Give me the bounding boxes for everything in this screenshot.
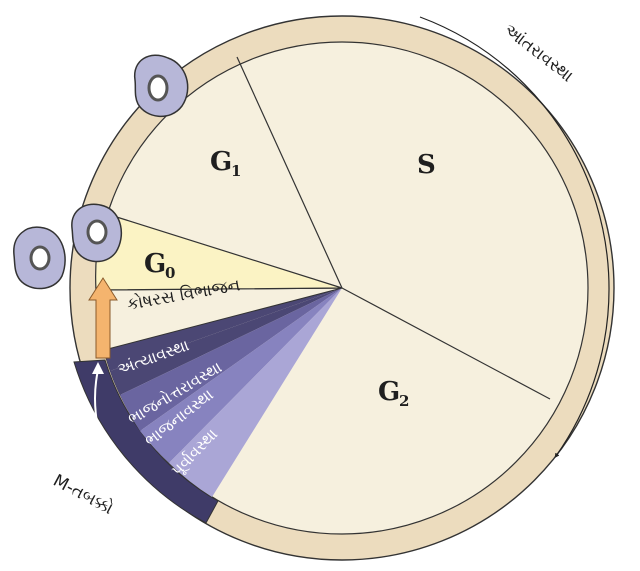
label-g0-sub: 0 <box>165 264 175 282</box>
label-g2: G <box>378 377 400 407</box>
cell-g0 <box>72 204 122 261</box>
cell-left <box>14 227 65 288</box>
label-m-phase: M-તબક્કો <box>50 470 117 519</box>
label-g2-sub: 2 <box>399 392 409 410</box>
label-s: S <box>417 150 436 180</box>
label-g1: G <box>210 147 232 177</box>
label-g0: G <box>144 249 166 279</box>
label-g1-sub: 1 <box>231 162 241 180</box>
cell-top <box>135 55 188 116</box>
